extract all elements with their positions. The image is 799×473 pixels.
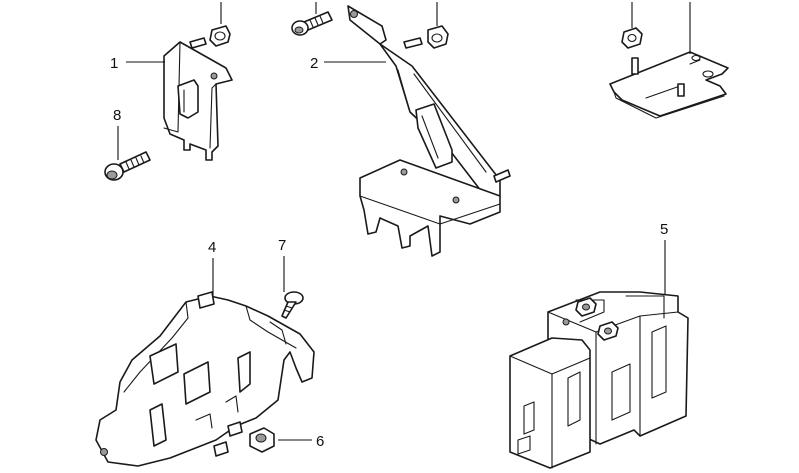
callout-label-2: 2: [310, 55, 318, 72]
bracket-part-2: [347, 5, 511, 257]
bracket-part-1: [163, 37, 233, 161]
nut-top-right: [621, 2, 643, 49]
mounting-plate-top-right: [609, 51, 729, 119]
screw-part-7: [281, 291, 304, 319]
bolt-part-2: [291, 2, 333, 36]
callout-label-1: 1: [110, 55, 118, 72]
callout-label-4: 4: [208, 239, 216, 256]
relay-holder-part-5: [509, 291, 689, 469]
callout-label-6: 6: [316, 433, 324, 450]
callout-label-5: 5: [660, 221, 668, 238]
nut-part-2: [427, 2, 449, 49]
nut-part-1: [209, 2, 231, 47]
nut-part-6: [249, 427, 275, 453]
callout-label-7: 7: [278, 237, 286, 254]
callout-label-8: 8: [113, 107, 121, 124]
bracket-part-4: [95, 291, 315, 467]
screw-part-8: [104, 151, 151, 181]
